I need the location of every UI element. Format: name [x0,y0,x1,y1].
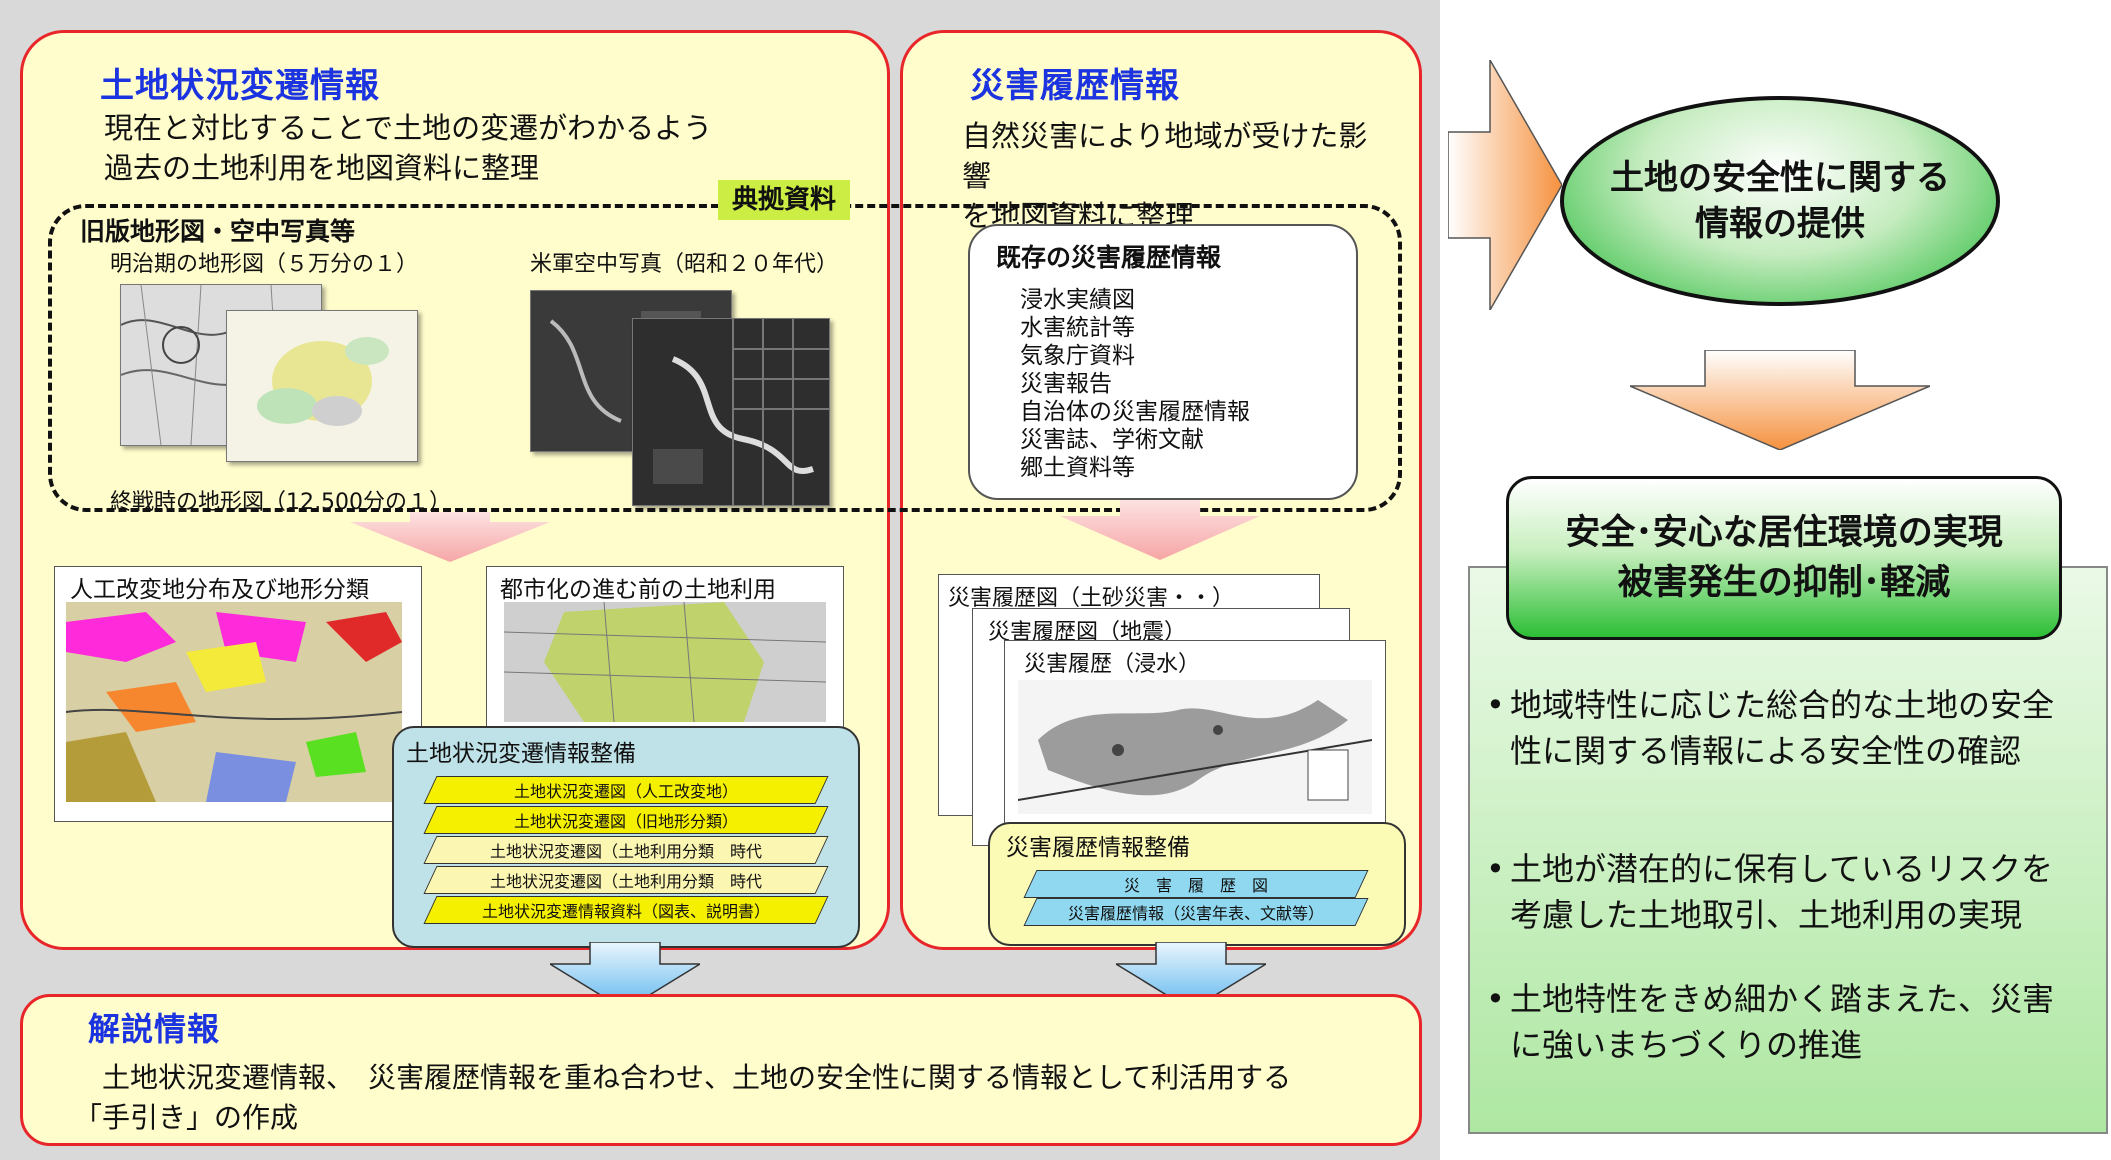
to-provision-arrow [1448,60,1562,310]
commentary-panel [20,994,1422,1146]
safety-info-provision-ellipse: 土地の安全性に関する 情報の提供 [1560,96,2000,306]
result-bullet-1-text: 地域特性に応じた総合的な土地の安全性に関する情報による安全性の確認 [1510,686,2055,770]
land-layer-2-label: 土地状況変遷図（旧地形分類） [513,812,738,831]
result-bullet-3-text: 土地特性をきめ細かく踏まえた、災害に強いまちづくりの推進 [1510,980,2055,1064]
land-layer-4: 土地状況変遷図（土地利用分類 時代 [423,866,829,894]
land-to-commentary-arrow [550,942,700,1010]
to-result-arrow [1630,350,1930,450]
land-layer-3-label: 土地状況変遷図（土地利用分類 時代 [489,842,762,861]
disaster-desc: 自然災害により地域が受けた影響 を地図資料に整理 [962,119,1368,233]
postwar-map-caption: 終戦時の地形図（12,500分の１） [110,490,451,515]
result-bullet-3: • 土地特性をきめ細かく踏まえた、災害に強いまちづくりの推進 [1486,976,2062,1068]
existing-disaster-info-title: 既存の災害履歴情報 [996,243,1222,272]
disaster-layer-1: 災 害 履 歴 図 [1023,870,1369,898]
disaster-map-sheet-1-label: 災害履歴図（土砂災害・・） [948,586,1235,611]
artificial-landform-caption: 人工改変地分布及び地形分類 [70,577,369,603]
artificial-landform-map-image [66,602,402,802]
existing-info-item: 郷土資料等 [1020,455,1135,481]
result-bullet-2-text: 土地が潜在的に保有しているリスクを考慮した土地取引、土地利用の実現 [1510,850,2054,934]
source-material-label: 典拠資料 [718,180,850,220]
result-bullet-2: • 土地が潜在的に保有しているリスクを考慮した土地取引、土地利用の実現 [1486,846,2062,938]
result-title-box: 安全･安心な居住環境の実現 被害発生の抑制･軽減 [1506,476,2062,640]
existing-info-item: 災害誌、学術文献 [1020,427,1204,453]
existing-info-item: 災害報告 [1020,371,1112,397]
old-maps-title: 旧版地形図・空中写真等 [80,217,356,246]
usaf-photo-caption: 米軍空中写真（昭和２０年代） [530,252,839,277]
existing-info-item: 気象庁資料 [1020,343,1135,369]
land-layer-1: 土地状況変遷図（人工改変地） [423,776,829,804]
disaster-title: 災害履歴情報 [970,66,1180,106]
bullet-mark: • [1486,850,1505,888]
result-title: 安全･安心な居住環境の実現 被害発生の抑制･軽減 [1565,513,2003,603]
land-layer-5-label: 土地状況変遷情報資料（図表、説明書） [481,902,770,921]
disaster-to-commentary-arrow [1116,942,1266,1010]
existing-info-item: 自治体の災害履歴情報 [1020,399,1250,425]
land-title: 土地状況変遷情報 [100,66,380,106]
disaster-layer-2: 災害履歴情報（災害年表、文献等） [1023,898,1369,926]
usaf-photo-front [632,318,830,506]
existing-info-item: 水害統計等 [1020,315,1135,341]
bullet-mark: • [1486,980,1505,1018]
pre-urban-land-use-caption: 都市化の進む前の土地利用 [500,577,776,603]
flood-history-map-image [1018,680,1372,814]
disaster-layer-2-label: 災害履歴情報（災害年表、文献等） [1067,904,1324,923]
disaster-map-sheet-3-label: 災害履歴（浸水） [1024,652,1201,677]
land-down-arrow [350,512,550,562]
disaster-layer-1-label: 災 害 履 歴 図 [1123,876,1268,895]
existing-disaster-info-list: 浸水実績図 水害統計等 気象庁資料 災害報告 自治体の災害履歴情報 災害誌、学術… [1020,286,1250,482]
result-panel [1468,566,2108,1134]
land-info-maintenance-title: 土地状況変遷情報整備 [406,741,636,767]
postwar-map-image [226,310,418,462]
disaster-down-arrow [1060,500,1260,560]
land-layer-4-label: 土地状況変遷図（土地利用分類 時代 [489,872,762,891]
land-desc: 現在と対比することで土地の変遷がわかるよう 過去の土地利用を地図資料に整理 [104,111,713,185]
result-bullet-1: • 地域特性に応じた総合的な土地の安全性に関する情報による安全性の確認 [1486,682,2062,774]
existing-info-item: 浸水実績図 [1020,287,1135,313]
land-layer-3: 土地状況変遷図（土地利用分類 時代 [423,836,829,864]
commentary-desc: 土地状況変遷情報、 災害履歴情報を重ね合わせ、土地の安全性に関する情報として利活… [74,1061,1292,1134]
safety-info-provision-text: 土地の安全性に関する 情報の提供 [1610,158,1950,244]
disaster-info-maintenance-title: 災害履歴情報整備 [1006,835,1190,861]
land-layer-1-label: 土地状況変遷図（人工改変地） [513,782,738,801]
meiji-map-caption: 明治期の地形図（５万分の１） [110,252,419,277]
commentary-title: 解説情報 [88,1010,221,1048]
land-layer-2: 土地状況変遷図（旧地形分類） [423,806,829,834]
bullet-mark: • [1486,686,1505,724]
pre-urban-land-use-image [504,602,826,722]
existing-disaster-info-box [968,224,1358,500]
land-layer-5: 土地状況変遷情報資料（図表、説明書） [423,896,829,924]
